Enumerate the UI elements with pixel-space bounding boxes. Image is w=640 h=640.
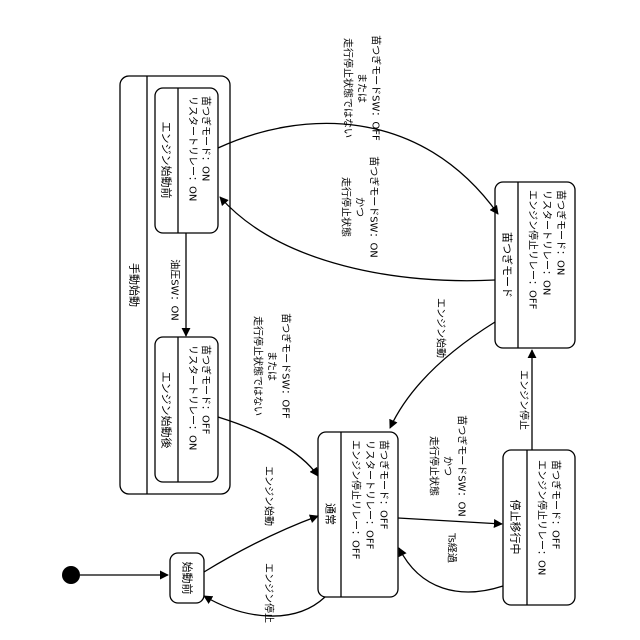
state-line: リスタートリレー：ON <box>541 190 553 295</box>
label-seedling-to-pre: 走行停止状態 かつ 苗つぎモードSW：ON <box>340 156 381 258</box>
state-title: エンジン始動前 <box>160 122 174 199</box>
svg-text:または: または <box>266 351 278 381</box>
state-title: 苗つぎモード <box>501 232 515 298</box>
state-engine-post-start: エンジン始動後 リスタートリレー：ON 苗つぎモード：OFF <box>155 337 218 482</box>
svg-text:走行停止状態ではない: 走行停止状態ではない <box>342 38 355 138</box>
label-stopping-to-seedling: エンジン停止 <box>518 370 531 430</box>
state-line: エンジン停止リレー：ON <box>536 460 549 575</box>
state-title: 始動前 <box>181 562 195 595</box>
state-engine-pre-start: エンジン始動前 リスタートリレー：ON 苗つぎモード：ON <box>155 88 218 233</box>
state-seedling-mode: 苗つぎモード エンジン停止リレー：OFF リスタートリレー：ON 苗つぎモード：… <box>495 182 575 348</box>
composite-title: 手動始動 <box>128 263 142 307</box>
state-normal: 通常 エンジン停止リレー：OFF リスタートリレー：OFF 苗つぎモード：OFF <box>318 432 398 597</box>
svg-text:かつ: かつ <box>442 456 454 476</box>
label-ts-elapsed: Ts経過 <box>446 532 459 563</box>
state-pre-start: 始動前 <box>170 553 204 603</box>
svg-text:走行停止状態: 走行停止状態 <box>428 436 441 496</box>
state-line: 苗つぎモード：ON <box>200 96 213 181</box>
svg-text:走行停止状態ではない: 走行停止状態ではない <box>252 316 265 416</box>
initial-node <box>62 566 80 584</box>
state-line: リスタートリレー：ON <box>187 345 199 450</box>
label-seedling-engine-start: エンジン始動 <box>435 298 448 358</box>
state-line: 苗つぎモード：OFF <box>378 440 391 530</box>
svg-text:または: または <box>356 73 368 103</box>
svg-text:苗つぎモードSW：OFF: 苗つぎモードSW：OFF <box>280 313 293 419</box>
state-title: 通常 <box>324 503 337 525</box>
label-init-engine-start: エンジン始動 <box>263 466 276 526</box>
state-line: エンジン停止リレー：OFF <box>527 190 540 310</box>
label-normal-to-stopping: 走行停止状態 かつ 苗つぎモードSW：ON <box>428 415 469 517</box>
state-line: エンジン停止リレー：OFF <box>350 440 363 560</box>
label-post-to-normal: 走行停止状態ではない または 苗つぎモードSW：OFF <box>252 313 293 419</box>
label-normal-engine-stop: エンジン停止 <box>263 563 276 623</box>
state-line: 苗つぎモード：OFF <box>550 460 563 550</box>
svg-text:苗つぎモードSW：ON: 苗つぎモードSW：ON <box>456 415 469 517</box>
state-line: リスタートリレー：OFF <box>364 440 376 550</box>
svg-text:苗つぎモードSW：ON: 苗つぎモードSW：ON <box>368 156 381 258</box>
state-title: エンジン始動後 <box>160 372 174 449</box>
state-title: 停止移行中 <box>509 500 523 555</box>
svg-text:苗つぎモードSW：OFF: 苗つぎモードSW：OFF <box>370 35 383 141</box>
label-pre-to-seedling: 走行停止状態ではない または 苗つぎモードSW：OFF <box>342 35 383 141</box>
label-oil-pressure: 油圧SW：ON <box>169 259 182 321</box>
state-stopping: 停止移行中 エンジン停止リレー：ON 苗つぎモード：OFF <box>503 450 575 605</box>
state-line: 苗つぎモード：ON <box>555 190 568 275</box>
svg-text:走行停止状態: 走行停止状態 <box>340 177 353 237</box>
state-line: 苗つぎモード：OFF <box>200 345 213 435</box>
transition-normal-to-stopping <box>398 518 502 524</box>
svg-text:かつ: かつ <box>354 197 366 217</box>
state-line: リスタートリレー：ON <box>187 96 199 201</box>
transition-init-engine-start <box>204 516 318 572</box>
